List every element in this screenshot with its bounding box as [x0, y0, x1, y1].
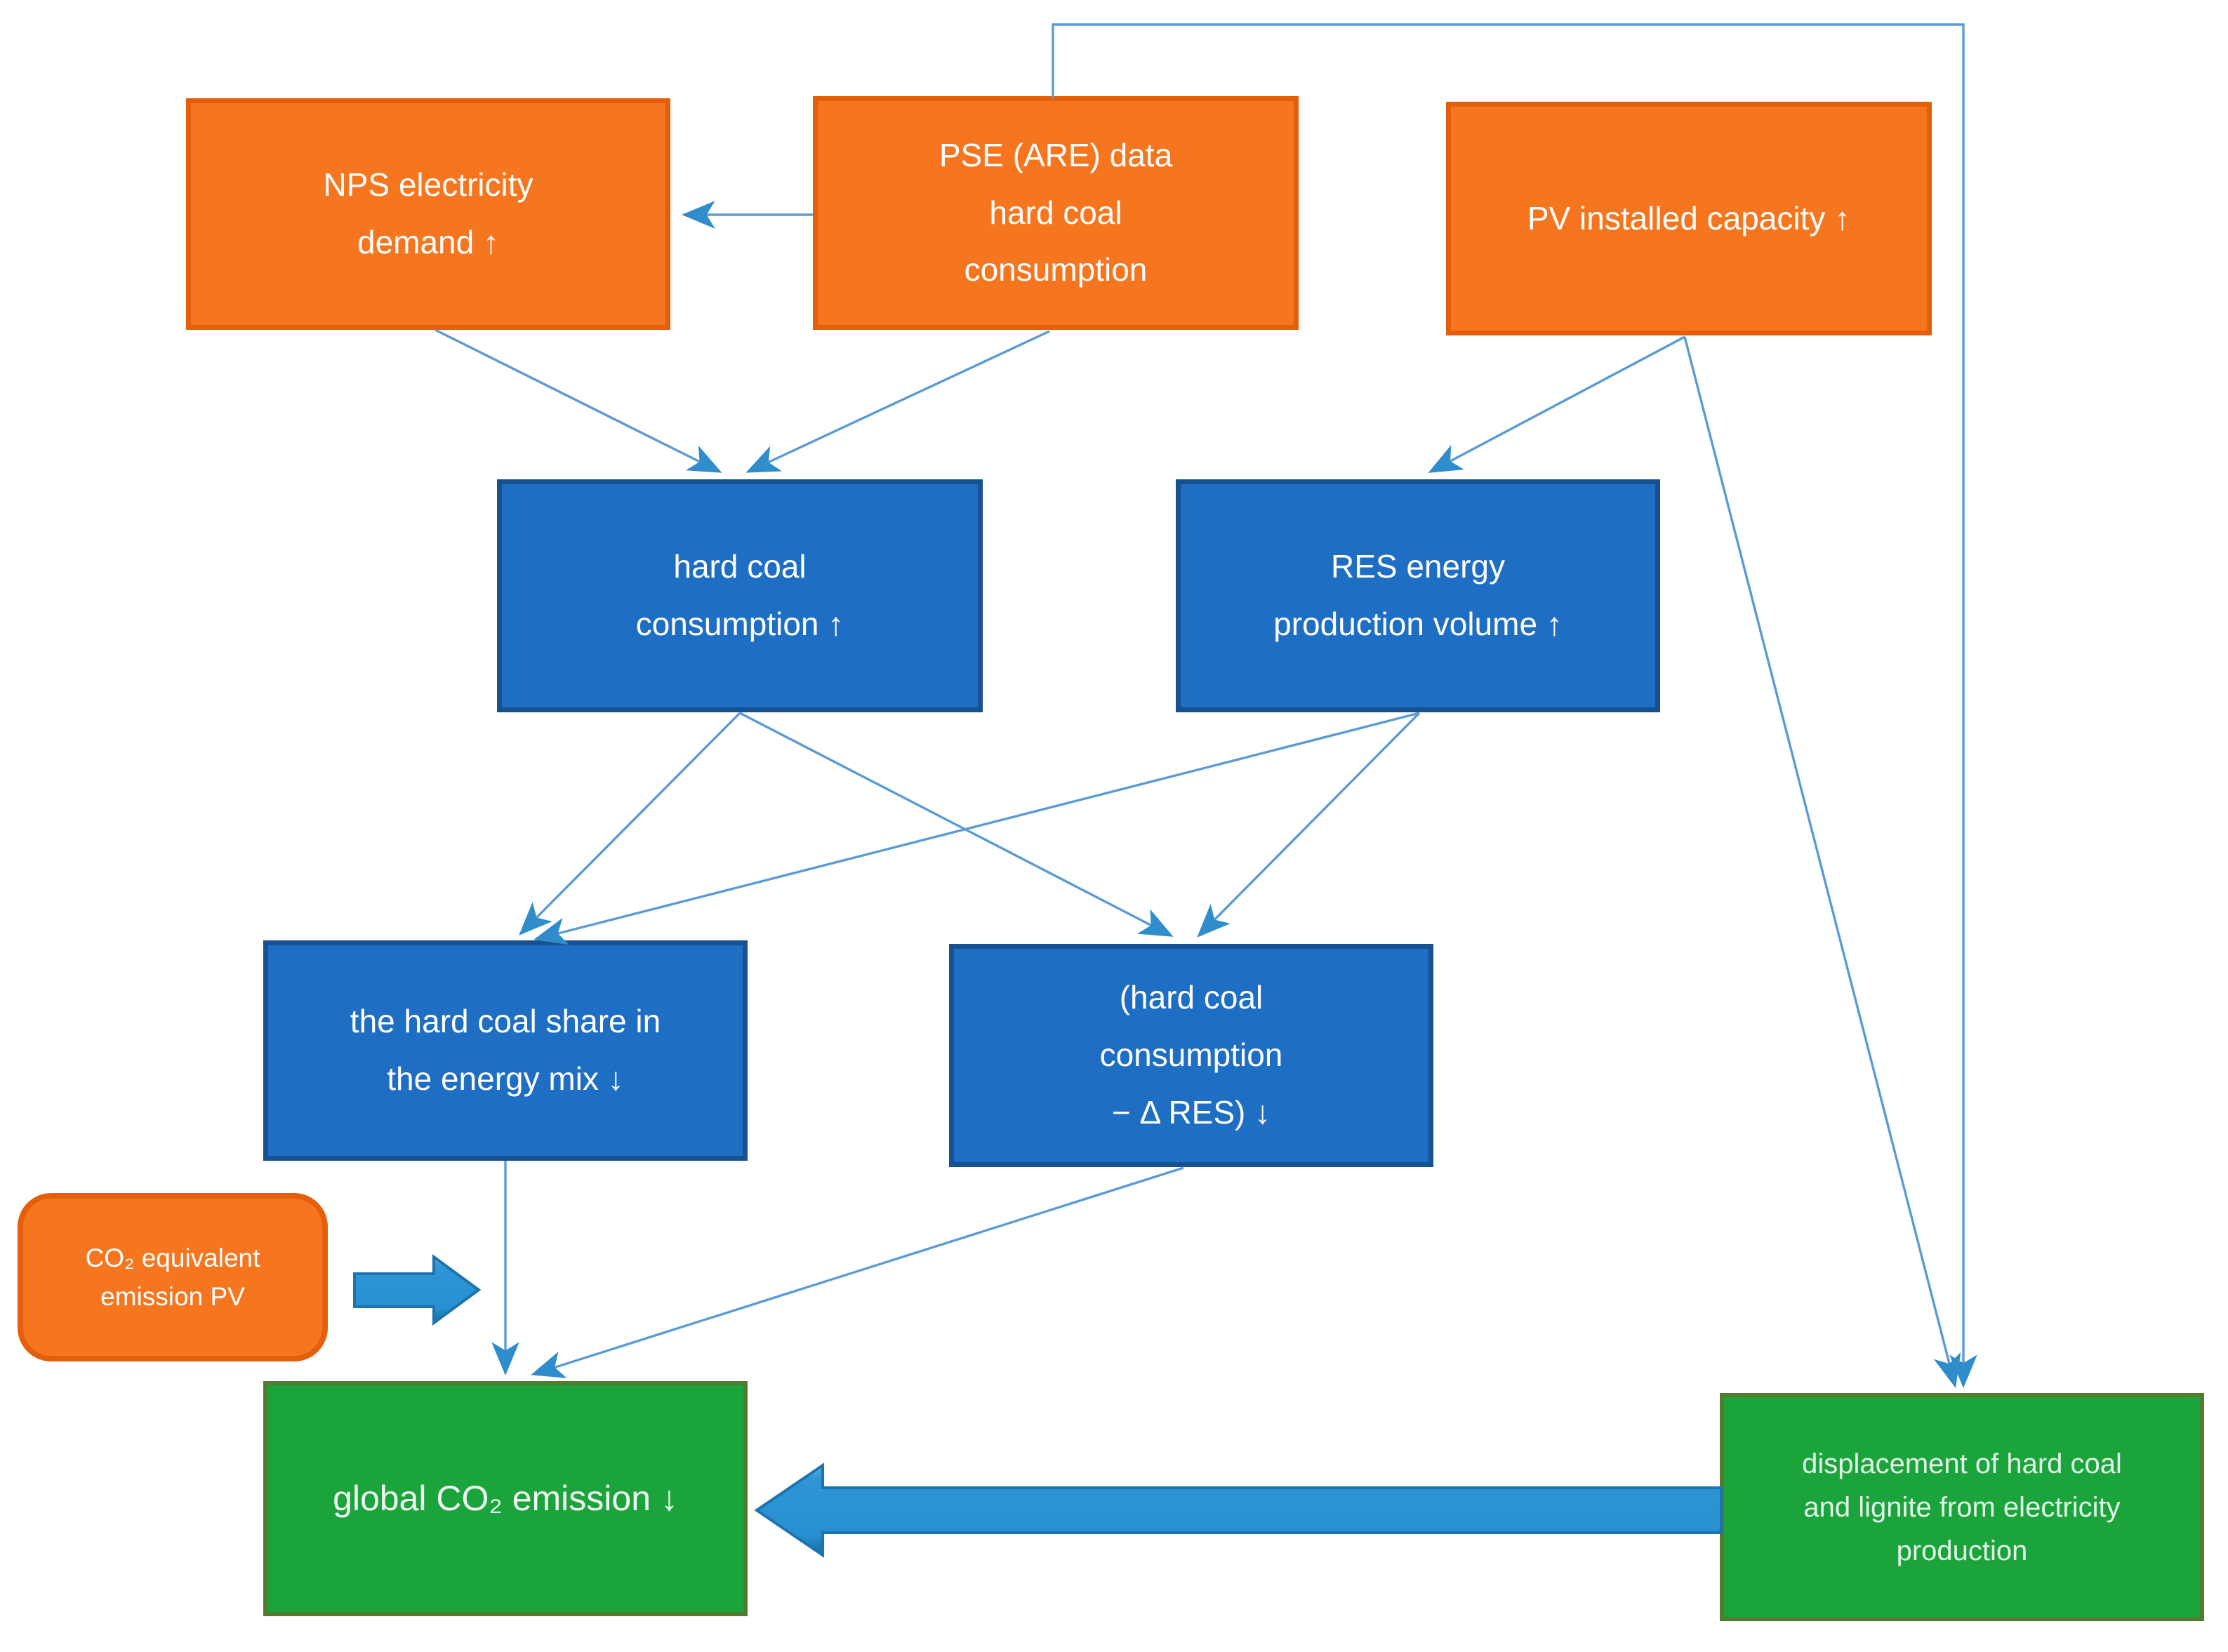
arrow-pv-to-displacement: [1683, 336, 1961, 1388]
node-res-energy-production: RES energy production volume ↑: [1176, 479, 1660, 712]
arrow-hard-coal-consumption-to-share: [519, 712, 741, 935]
node-hard-coal-minus-delta-res: (hard coal consumption − Δ RES) ↓: [949, 944, 1433, 1167]
block-arrow-displacement-to-global: [754, 1463, 1723, 1558]
block-arrow-co2-equivalent-to-global: [353, 1254, 482, 1326]
node-displacement-hard-coal-lignite: displacement of hard coal and lignite fr…: [1720, 1393, 2204, 1621]
arrow-pv-to-res-production: [1428, 335, 1685, 473]
node-hard-coal-consumption: hard coal consumption ↑: [497, 479, 983, 712]
arrow-pse-to-hard-coal-consumption: [745, 330, 1050, 473]
node-pse-are-data: PSE (ARE) data hard coal consumption: [813, 96, 1299, 330]
arrow-delta-res-to-global-emission: [531, 1166, 1184, 1378]
node-nps-electricity-demand: NPS electricity demand ↑: [186, 98, 670, 330]
arrow-res-production-to-share: [533, 712, 1420, 945]
node-co2-equivalent-emission-pv: CO₂ equivalent emission PV: [18, 1193, 328, 1361]
node-global-co2-emission: global CO₂ emission ↓: [263, 1381, 748, 1616]
node-pv-installed-capacity: PV installed capacity ↑: [1446, 102, 1932, 335]
arrow-res-production-to-delta-res: [1197, 712, 1421, 938]
node-hard-coal-share-energy-mix: the hard coal share in the energy mix ↓: [263, 940, 748, 1161]
arrow-nps-to-hard-coal-consumption: [435, 328, 722, 473]
arrow-hard-coal-consumption-to-delta-res: [739, 712, 1174, 937]
